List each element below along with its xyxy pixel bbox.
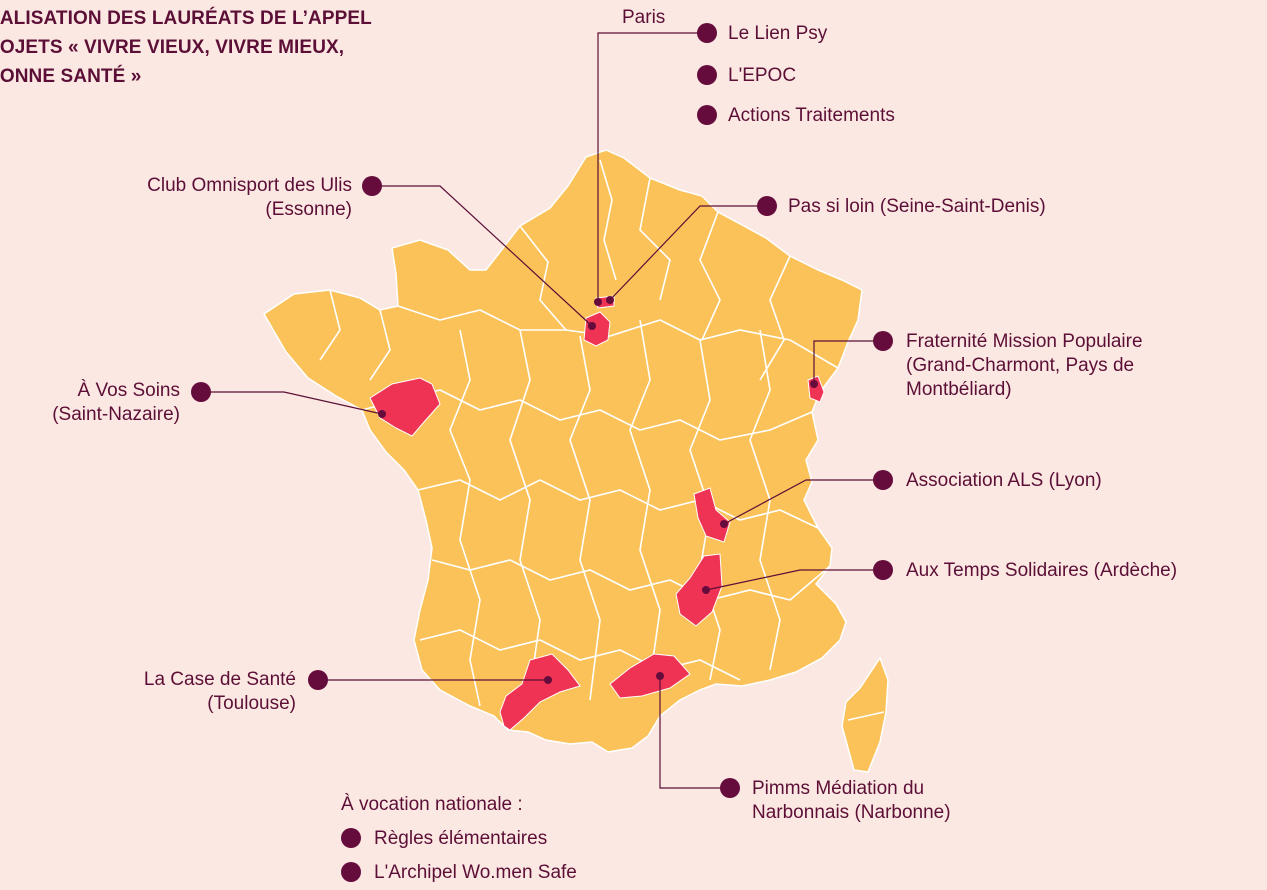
marker-dot: [873, 470, 893, 490]
label-fraternite: Fraternité Mission Populaire (Grand-Char…: [906, 331, 1143, 400]
marker-dot: [308, 670, 328, 690]
dept-rhone: [693, 487, 731, 543]
highlighted-departments: [369, 295, 825, 731]
marker-dot: [720, 778, 740, 798]
label-vos-soins: À Vos Soins (Saint-Nazaire): [52, 380, 180, 425]
marker-dot: [697, 65, 717, 85]
marker-dot: [341, 862, 361, 882]
marker-dot: [873, 560, 893, 580]
corsica: [841, 656, 889, 773]
title-line-2: ROJETS « VIVRE VIEUX, VIVRE MIEUX,: [0, 37, 345, 58]
label-pas-si-loin: Pas si loin (Seine-Saint-Denis): [788, 196, 1046, 217]
label-regles-elementaires: Règles élémentaires: [374, 828, 548, 849]
marker-dot: [362, 176, 382, 196]
marker-dot: [341, 828, 361, 848]
marker-dot: [191, 382, 211, 402]
title-line-3: BONNE SANTÉ »: [0, 66, 142, 87]
label-paris: Paris: [622, 7, 666, 28]
dept-loire-atlantique: [369, 377, 441, 437]
label-national-heading: À vocation nationale :: [341, 794, 523, 815]
dept-aude-herault: [609, 653, 691, 699]
label-ulis: Club Omnisport des Ulis (Essonne): [147, 175, 352, 220]
location-markers: [378, 296, 818, 684]
title-line-1: CALISATION DES LAURÉATS DE L’APPEL: [0, 8, 372, 29]
marker-dot: [697, 23, 717, 43]
label-actions-traitements: Actions Traitements: [728, 105, 895, 126]
page-title: CALISATION DES LAURÉATS DE L’APPEL ROJET…: [0, 4, 466, 91]
dept-haute-garonne: [499, 653, 581, 731]
label-pimms: Pimms Médiation du Narbonnais (Narbonne): [752, 778, 951, 823]
label-le-lien-psy: Le Lien Psy: [728, 23, 828, 44]
label-lepoc: L'EPOC: [728, 65, 797, 86]
leader-lines: [202, 32, 883, 789]
marker-dot: [697, 105, 717, 125]
label-archipel: L'Archipel Wo.men Safe: [374, 862, 577, 883]
label-temps-solidaires: Aux Temps Solidaires (Ardèche): [906, 560, 1178, 581]
marker-dot: [757, 196, 777, 216]
label-als: Association ALS (Lyon): [906, 470, 1102, 491]
dept-essonne: [583, 311, 611, 347]
dept-ardeche: [675, 553, 723, 627]
label-case-sante: La Case de Santé (Toulouse): [143, 669, 296, 714]
marker-dot: [873, 331, 893, 351]
